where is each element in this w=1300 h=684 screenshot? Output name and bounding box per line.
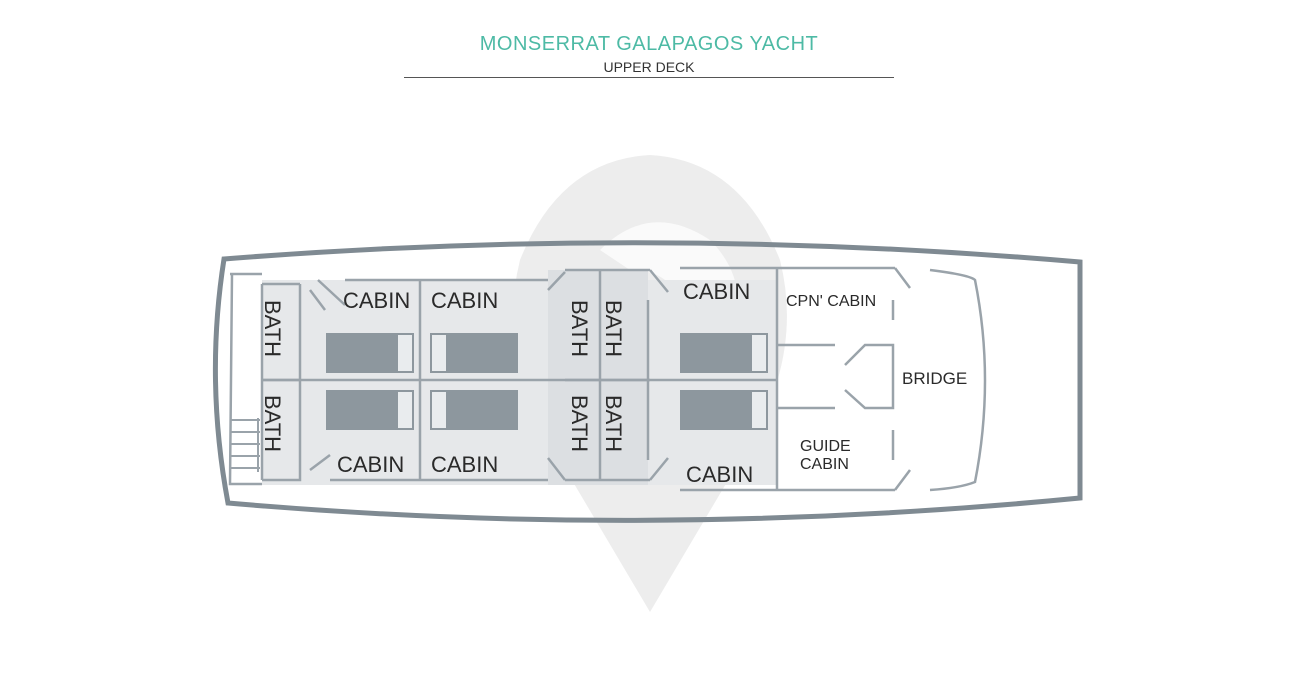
room-label-guide-cabin: CABIN bbox=[800, 456, 849, 473]
room-label-bridge: BRIDGE bbox=[902, 369, 967, 388]
room-label-cabin: CABIN bbox=[686, 462, 753, 487]
deck-subtitle: UPPER DECK bbox=[404, 58, 894, 78]
bed-pillow bbox=[398, 392, 412, 428]
room-label-bath: BATH bbox=[567, 395, 592, 452]
room-label-cabin: CABIN bbox=[431, 452, 498, 477]
room-label-bath: BATH bbox=[567, 300, 592, 357]
bed-pillow bbox=[752, 335, 766, 371]
bed-pillow bbox=[432, 392, 446, 428]
stairs-icon bbox=[230, 418, 260, 472]
room-label-bath: BATH bbox=[260, 300, 285, 357]
inner-deck-line bbox=[228, 272, 262, 486]
room-label-captain-cabin: CPN' CABIN bbox=[786, 293, 876, 310]
room-fills bbox=[262, 270, 777, 485]
header: MONSERRAT GALAPAGOS YACHT UPPER DECK bbox=[404, 30, 894, 78]
room-label-cabin: CABIN bbox=[337, 452, 404, 477]
bed-pillow bbox=[398, 335, 412, 371]
room-label-cabin: CABIN bbox=[683, 279, 750, 304]
hull-outline bbox=[212, 240, 1083, 523]
room-label-bath: BATH bbox=[601, 395, 626, 452]
room-label-bath: BATH bbox=[601, 300, 626, 357]
page-title: MONSERRAT GALAPAGOS YACHT bbox=[479, 33, 819, 55]
beds bbox=[326, 333, 768, 430]
room-label-cabin: CABIN bbox=[343, 288, 410, 313]
interior-walls bbox=[260, 266, 987, 492]
bed-pillow bbox=[752, 392, 766, 428]
room-label-bath: BATH bbox=[260, 395, 285, 452]
room-label-cabin: CABIN bbox=[431, 288, 498, 313]
bed-pillow bbox=[432, 335, 446, 371]
room-label-guide-cabin: GUIDE bbox=[800, 438, 851, 455]
